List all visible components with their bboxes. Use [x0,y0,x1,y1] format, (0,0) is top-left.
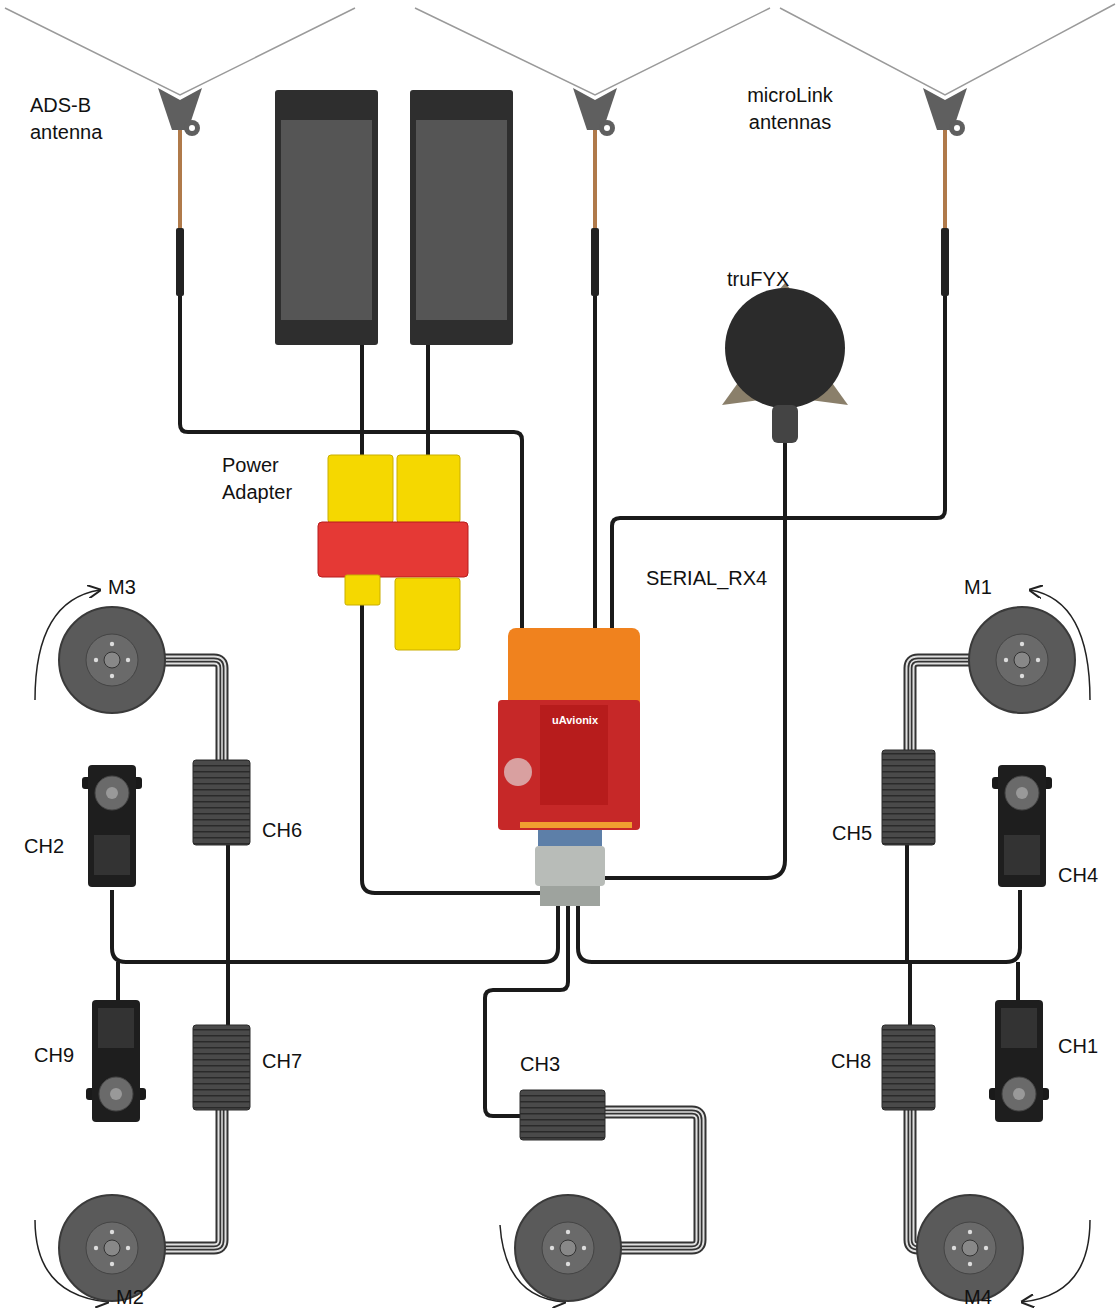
logo-text: uAvionix [552,713,598,728]
antenna-arms [5,4,1115,95]
part-label: CH2 [24,833,64,860]
trufyx-gps [722,283,848,443]
part-label: CH6 [262,817,302,844]
part-label: CH3 [520,1051,560,1078]
part-label: truFYX [727,266,789,293]
part-label: M2 [116,1284,144,1311]
flight-controller [498,628,640,906]
part-label: CH5 [832,820,872,847]
rotation-arrows [35,590,1090,1302]
power-adapter [318,455,468,650]
part-label: M3 [108,574,136,601]
part-label: CH9 [34,1042,74,1069]
phase-wires [160,660,975,1248]
part-label: CH4 [1058,862,1098,889]
servo [82,765,1052,1122]
phase-wires [160,660,975,1248]
part-label: SERIAL_RX4 [646,565,767,592]
part-label: microLink antennas [730,82,850,136]
part-label: CH8 [831,1048,871,1075]
motor [59,607,1075,1301]
esc [193,750,935,1140]
part-label: Power Adapter [222,452,317,506]
phase-wires [160,660,975,1248]
phase-wires [160,660,975,1248]
motors-escs-servos [59,607,1075,1301]
part-label: CH1 [1058,1033,1098,1060]
part-label: CH7 [262,1048,302,1075]
wires [112,295,1020,1116]
batteries [275,90,513,345]
part-label: M4 [964,1284,992,1311]
part-label: M1 [964,574,992,601]
part-label: ADS-B antenna [30,92,120,146]
